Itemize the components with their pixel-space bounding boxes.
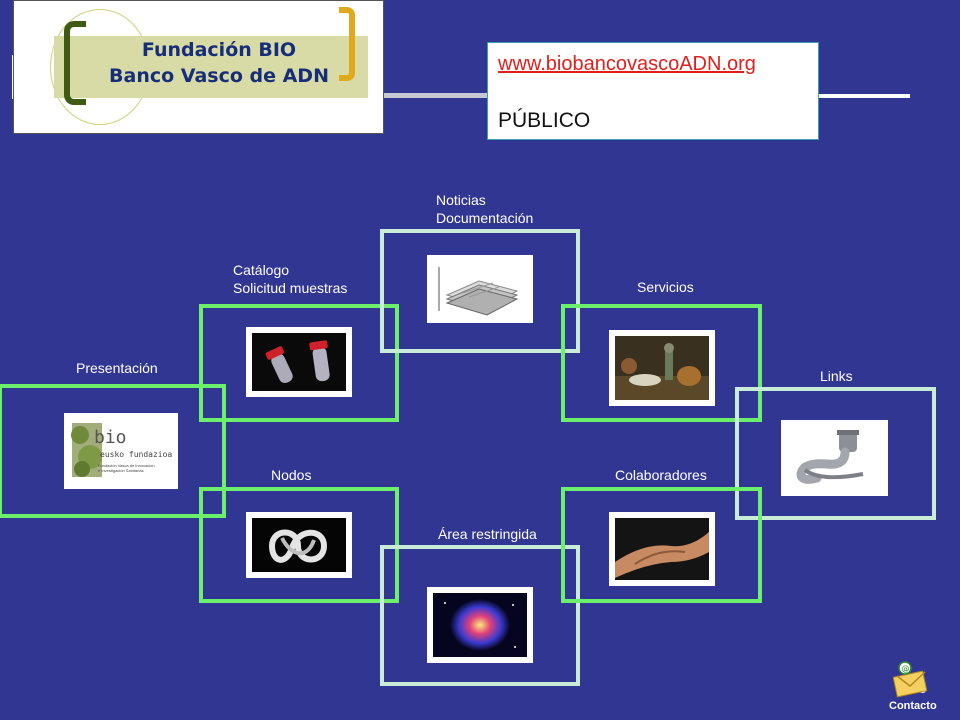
label-links[interactable]: Links	[820, 368, 853, 384]
bio-logo-desc1: Fundación Vasca de Innovación	[98, 463, 155, 468]
frame-colaboradores	[561, 487, 762, 603]
logo-bracket-right	[339, 7, 355, 81]
nebula-graphic	[433, 593, 527, 657]
label-colaboradores[interactable]: Colaboradores	[615, 467, 707, 483]
label-catalogo-line1: Catálogo	[233, 262, 290, 278]
label-servicios[interactable]: Servicios	[637, 279, 694, 295]
frame-noticias	[380, 229, 580, 353]
label-catalogo[interactable]: Catálogo Solicitud muestras	[233, 261, 347, 297]
faucet-graphic	[787, 426, 882, 490]
frame-catalogo	[199, 304, 399, 422]
handshake-graphic	[615, 518, 709, 580]
logo-title-line1: Fundación BIO	[141, 39, 297, 61]
bio-logo-word: bio	[94, 427, 127, 448]
label-noticias-line1: Noticias	[436, 192, 486, 208]
foundation-logo: Fundación BIO Banco Vasco de ADN	[13, 0, 384, 134]
newspaper-icon[interactable]	[427, 255, 533, 323]
frame-servicios	[561, 304, 762, 422]
contact-envelope-graphic: @	[892, 661, 928, 698]
website-link[interactable]: www.biobancovascoADN.org	[498, 53, 756, 75]
faucet-icon[interactable]	[781, 420, 888, 496]
test-tubes-icon[interactable]	[246, 327, 352, 397]
frame-area	[380, 545, 580, 686]
test-tubes-graphic	[252, 333, 346, 391]
frame-presentacion	[0, 384, 226, 518]
url-box: www.biobancovascoADN.org PÚBLICO	[487, 42, 819, 140]
svg-text:@: @	[902, 664, 910, 673]
label-area[interactable]: Área restringida	[438, 526, 537, 542]
newspaper-graphic	[433, 261, 527, 317]
bio-logo-desc2: e Investigación Sanitarias	[98, 468, 144, 473]
knot-icon[interactable]	[246, 512, 352, 578]
label-noticias-line2: Documentación	[436, 210, 534, 226]
still-life-graphic	[615, 336, 709, 400]
contact-link[interactable]: Contacto	[889, 700, 937, 712]
bio-logo-sub: eusko fundazioa	[100, 450, 172, 459]
audience-label: PÚBLICO	[498, 109, 591, 132]
still-life-icon[interactable]	[609, 330, 715, 406]
label-presentacion[interactable]: Presentación	[76, 360, 158, 376]
header-rule	[384, 93, 487, 98]
nebula-icon[interactable]	[427, 587, 533, 663]
knot-graphic	[252, 518, 346, 572]
header-rule-right	[819, 94, 910, 98]
logo-title-line2: Banco Vasco de ADN	[109, 65, 329, 87]
handshake-icon[interactable]	[609, 512, 715, 586]
label-nodos[interactable]: Nodos	[271, 467, 312, 483]
logo-band	[54, 36, 368, 98]
bio-logo-icon[interactable]: bio eusko fundazioa Fundación Vasca de I…	[64, 413, 178, 489]
contact-envelope-icon[interactable]: @	[892, 660, 929, 698]
logo-bracket-left	[64, 21, 86, 105]
label-noticias[interactable]: Noticias Documentación	[436, 191, 533, 227]
bio-logo-graphic: bio eusko fundazioa Fundación Vasca de I…	[70, 419, 172, 483]
frame-links	[735, 387, 936, 520]
label-catalogo-line2: Solicitud muestras	[233, 280, 348, 296]
